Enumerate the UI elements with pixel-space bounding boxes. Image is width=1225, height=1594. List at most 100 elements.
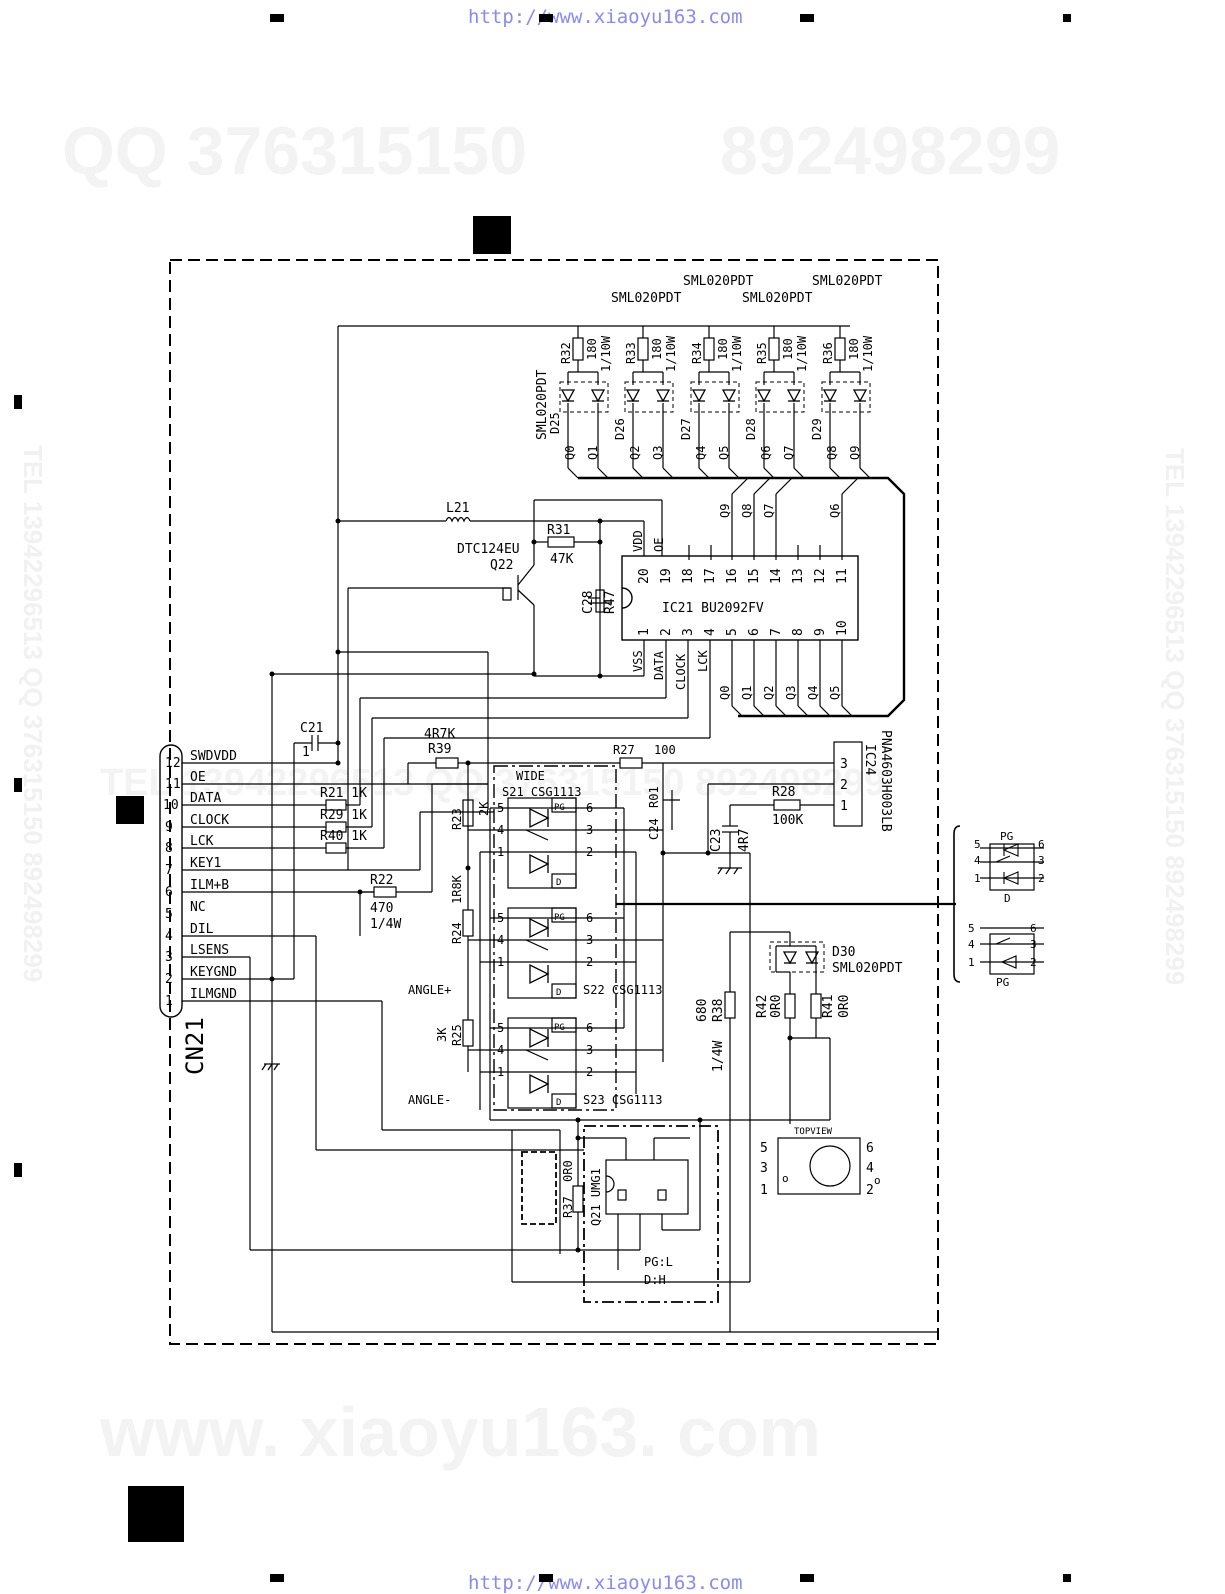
ic21-sig-oe: OE [652,538,666,552]
d30-wiring [724,931,831,1332]
r37-value: 0R0 [561,1160,575,1182]
detail-diodes [1000,843,1019,969]
s22-pin-3: 3 [586,933,593,947]
r39-label: R39 [428,742,451,757]
r31-value: 47K [550,552,574,567]
c24-label: C24 [647,818,661,840]
cn21-pin-numbers: 12 11 10 9 8 7 6 5 4 3 2 1 [163,756,181,1009]
topview-label: TOPVIEW [794,1127,833,1137]
r23-value: 2K [477,801,491,816]
r36-value: 180 [847,338,861,360]
ic21-top-pins: 20 19 18 17 16 15 14 13 12 11 [637,568,850,584]
q-top-4: Q4 [694,446,708,460]
pin-label-ilmgnd: ILMGND [190,987,237,1002]
ic24-labels: 3 2 1 IC24 PNA4603H003LB R28 100K C23 4R… [709,730,893,852]
ic21-pin-5: 5 [725,628,740,636]
pin-num-6: 6 [165,885,173,900]
q-top-3: Q3 [651,446,665,460]
ic21-bottom-pins: 1 2 3 4 5 6 7 8 9 10 [637,620,850,636]
detail-pg-top: PG [1000,830,1013,843]
ic21-component-labels: L21 DTC124EU Q22 R31 47K C28 R47 C21 1 4… [300,501,618,932]
q22-ref: Q22 [490,558,513,573]
s22-pg: PG [554,913,565,923]
reg-mark-bottom-1 [270,1574,284,1582]
q-bottom-4: Q4 [806,686,820,700]
s23-pin-6: 6 [586,1021,593,1035]
s21-pin-2: 2 [586,845,593,859]
connector-cn21 [159,744,183,1018]
q-top-8: Q8 [825,446,839,460]
l21-label: L21 [446,501,469,516]
pin-label-clock: CLOCK [190,813,229,828]
pin-label-lsens: LSENS [190,943,229,958]
r24-value: 1R8K [450,874,464,904]
s21-pin-5: 5 [497,801,504,815]
led-bank-wires [337,325,861,763]
r32-value: 180 [585,338,599,360]
watermark-top-num: 892498299 [720,113,1061,189]
r34-power: 1/10W [730,335,744,372]
q-bottom-3: Q3 [784,686,798,700]
r24-label: R24 [450,922,464,944]
led-part-label-4: SML020PDT [742,291,813,306]
topview-pin-1: 1 [760,1183,768,1198]
header-url[interactable]: http://www.xiaoyu163.com [468,6,743,28]
detail-pin-3b: 3 [1030,938,1037,951]
c23-value: 4R7 [737,829,752,852]
switch-outline [493,765,617,1111]
pin-num-5: 5 [165,907,173,922]
q-top-9: Q9 [848,446,862,460]
r28-value: 100K [772,813,803,828]
detail-pin-6b: 6 [1030,922,1037,935]
led-part-label-1: SML020PDT [683,274,754,289]
angle-plus-label: ANGLE+ [408,983,451,997]
r28-label: R28 [772,785,795,800]
detail-pin-6a: 6 [1038,838,1045,851]
detail-d-top: D [1004,892,1011,905]
topview-pin-2: 2 [866,1183,874,1198]
pin-label-dil: DIL [190,922,214,937]
ic21-sig-clock: CLOCK [674,653,688,690]
pin-num-12: 12 [165,756,181,771]
s22-d: D [556,988,561,998]
ic21-pin-12: 12 [813,568,828,584]
r32-ref: R32 [559,342,573,364]
d26-ref: D26 [613,418,627,440]
dh-label: D:H [644,1273,666,1287]
board-outline [169,259,939,1345]
r27-value: 100 [654,743,676,757]
r41-value: 0R0 [837,995,852,1018]
ic21-label: IC21 BU2092FV [662,601,764,616]
section-block-top [473,216,511,254]
s22-pin-4: 4 [497,933,504,947]
detail-pin-3a: 3 [1038,854,1045,867]
ic21-pin-10: 10 [835,620,850,636]
q-top-0: Q0 [563,446,577,460]
r22-value: 470 [370,901,393,916]
d25-ref: D25 [548,412,562,434]
r33-ref: R33 [624,342,638,364]
s21-pin-4: 4 [497,823,504,837]
pin-label-data: DATA [190,791,221,806]
s23-pin-1: 1 [497,1065,504,1079]
detail-pin-4b: 4 [968,938,975,951]
ic24-label: IC24 [862,744,877,775]
pin-num-4: 4 [165,929,173,944]
reg-mark-left-3 [14,1163,22,1177]
q-top-2: Q2 [628,446,642,460]
r35-value: 180 [781,338,795,360]
r38-power: 1/4W [711,1041,726,1072]
q-right-6: Q6 [828,504,842,518]
r34-ref: R34 [690,342,704,364]
pin-num-11: 11 [165,777,181,792]
ic24-pin-3: 3 [840,757,848,772]
ic21-pin-3: 3 [681,628,696,636]
r38-label: R38 [711,999,726,1022]
r21-label: R21 1K [320,786,367,801]
d29-ref: D29 [810,418,824,440]
reg-mark-bottom-2 [539,1574,553,1582]
ic21-pin-8: 8 [791,628,806,636]
detail-pin-1a: 1 [974,872,981,885]
s21-pin-1: 1 [497,845,504,859]
led-part-label-3: SML020PDT [611,291,682,306]
